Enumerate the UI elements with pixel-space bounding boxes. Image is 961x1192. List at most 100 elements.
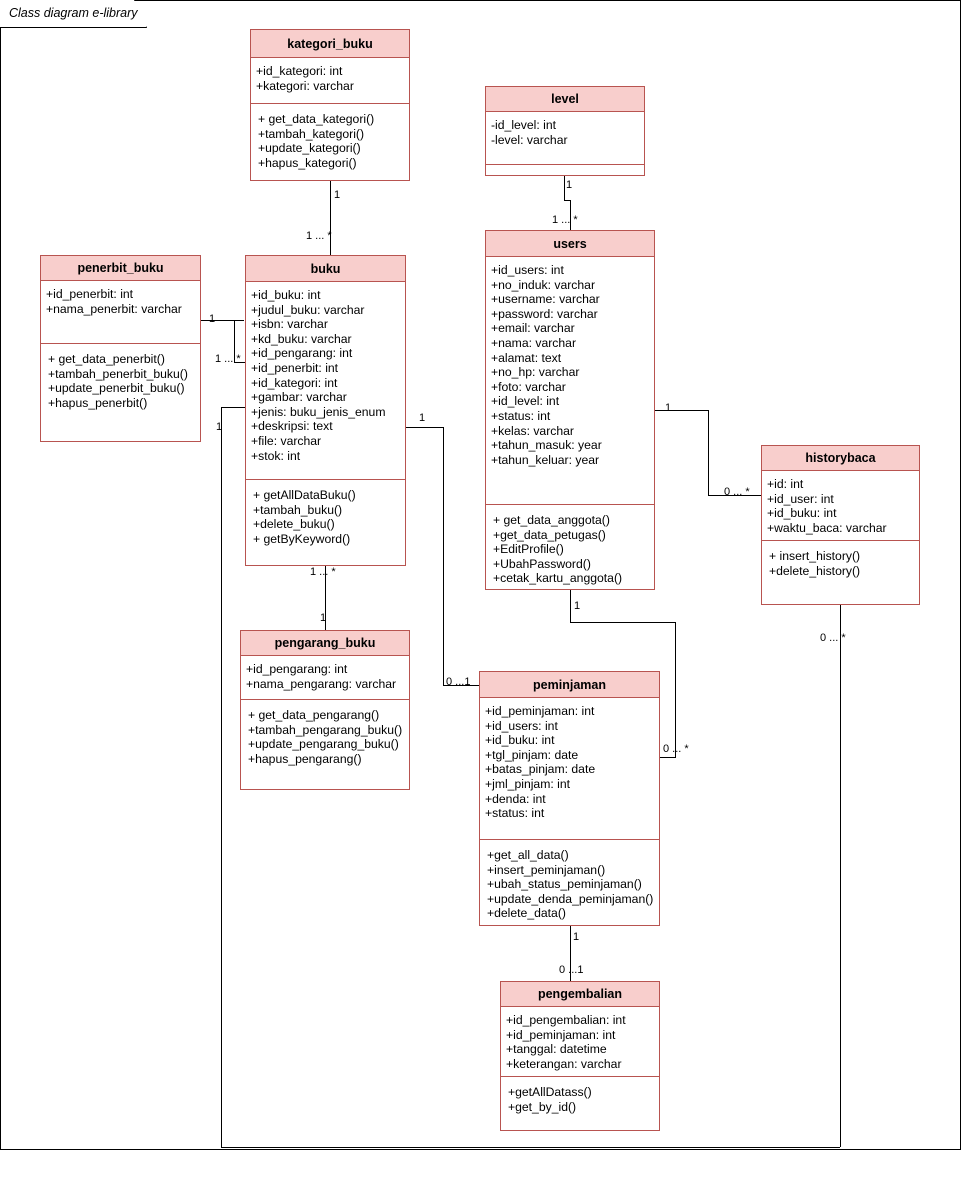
attribute-row: +kategori: varchar <box>256 78 354 93</box>
attribute-row: +id_penerbit: int <box>46 287 134 301</box>
operation-row: +cetak_kartu_anggota() <box>493 571 623 586</box>
attribute-row: +username: varchar <box>491 292 600 307</box>
assoc-level-users-to-mult: 1 ... * <box>552 214 578 226</box>
class-header: users <box>486 231 654 257</box>
attributes-compartment: +id_peminjaman: int +id_users: int +id_b… <box>480 698 659 840</box>
operation-row: +ubah_status_peminjaman() <box>487 877 642 892</box>
class-title: kategori_buku <box>287 36 373 51</box>
attribute-row: +deskripsi: text <box>251 419 333 434</box>
assoc-buku-peminjaman-line-a <box>406 427 444 428</box>
class-penerbit-buku[interactable]: penerbit_buku +id_penerbit: int +nama_pe… <box>40 255 201 442</box>
assoc-penerbit-buku-from-mult: 1 <box>209 313 216 325</box>
diagram-title-tab: Class diagram e-library <box>0 0 147 28</box>
attributes-compartment: +id_penerbit: int +nama_penerbit: varcha… <box>41 281 200 344</box>
operation-row: +hapus_penerbit() <box>48 395 148 410</box>
class-header: pengembalian <box>501 982 659 1007</box>
operations-compartment: +get_all_data() +insert_peminjaman() +ub… <box>480 840 659 927</box>
assoc-buku-peminjaman-to-mult: 0 ...1 <box>446 676 471 688</box>
attribute-row: +id_user: int <box>767 491 834 506</box>
attribute-row: +id_pengarang: int <box>246 662 348 676</box>
attribute-row: -level: varchar <box>491 132 568 147</box>
assoc-penerbit-buku-line-c <box>234 362 245 363</box>
attribute-row: +isbn: varchar <box>251 317 328 332</box>
attributes-compartment: +id_pengarang: int +nama_pengarang: varc… <box>241 656 409 700</box>
attribute-row: +keterangan: varchar <box>506 1056 622 1071</box>
class-title: users <box>553 236 587 251</box>
attribute-row: +judul_buku: varchar <box>251 302 365 317</box>
operation-row: +update_penerbit_buku() <box>48 381 185 396</box>
class-header: penerbit_buku <box>41 256 200 281</box>
operations-compartment: + get_data_anggota() +get_data_petugas()… <box>486 505 654 592</box>
class-header: historybaca <box>762 446 919 471</box>
attributes-compartment: +id_kategori: int +kategori: varchar <box>251 58 409 104</box>
attribute-row: +id_pengarang: int <box>251 346 353 361</box>
operation-row: + get_data_kategori() <box>258 112 375 126</box>
operations-compartment: + get_data_pengarang() +tambah_pengarang… <box>241 700 409 772</box>
operation-row: +delete_history() <box>769 563 861 578</box>
assoc-level-users-line-c <box>570 200 571 230</box>
class-historybaca[interactable]: historybaca +id: int +id_user: int +id_b… <box>761 445 920 605</box>
attribute-row: +jml_pinjam: int <box>485 776 571 791</box>
attribute-row: +waktu_baca: varchar <box>767 520 887 535</box>
operation-row: +tambah_buku() <box>253 502 343 517</box>
attribute-row: +gambar: varchar <box>251 390 347 405</box>
class-title: level <box>551 92 579 106</box>
operation-row: + get_data_pengarang() <box>248 708 380 722</box>
assoc-kategori-buku-line <box>330 181 331 255</box>
attributes-compartment: +id_buku: int +judul_buku: varchar +isbn… <box>246 282 405 480</box>
attribute-row: +nama_penerbit: varchar <box>46 301 182 316</box>
assoc-users-history-line-c <box>708 495 761 496</box>
operation-row: +delete_buku() <box>253 517 335 532</box>
class-kategori-buku[interactable]: kategori_buku +id_kategori: int +kategor… <box>250 29 410 181</box>
operations-compartment: + getAllDataBuku() +tambah_buku() +delet… <box>246 480 405 552</box>
class-users[interactable]: users +id_users: int +no_induk: varchar … <box>485 230 655 590</box>
assoc-buku-history-from-mult: 1 <box>216 421 223 433</box>
attribute-row: +email: varchar <box>491 321 575 336</box>
assoc-buku-history-line-c <box>221 1147 840 1148</box>
assoc-users-peminjaman-from-mult: 1 <box>574 600 581 612</box>
operations-compartment: + insert_history() +delete_history() <box>762 541 919 584</box>
attribute-row: +password: varchar <box>491 306 598 321</box>
assoc-level-users-line-a <box>564 176 565 200</box>
operation-row: +delete_data() <box>487 906 566 921</box>
attribute-row: +batas_pinjam: date <box>485 762 596 777</box>
assoc-buku-peminjaman-line-b <box>443 427 444 685</box>
class-pengarang-buku[interactable]: pengarang_buku +id_pengarang: int +nama_… <box>240 630 410 790</box>
operation-row: +update_kategori() <box>258 141 361 156</box>
assoc-users-history-line-b <box>708 410 709 495</box>
operation-row: +tambah_penerbit_buku() <box>48 366 188 381</box>
operation-row: + get_data_penerbit() <box>48 352 165 366</box>
assoc-peminjaman-pengembalian-from-mult: 1 <box>573 931 580 943</box>
class-pengembalian[interactable]: pengembalian +id_pengembalian: int +id_p… <box>500 981 660 1131</box>
operation-row: +EditProfile() <box>493 542 564 557</box>
operation-row: +update_denda_peminjaman() <box>487 891 654 906</box>
operation-row: +get_data_petugas() <box>493 527 606 542</box>
assoc-buku-pengarang-from-mult: 1 ... * <box>310 566 336 578</box>
class-title: penerbit_buku <box>77 261 164 275</box>
assoc-level-users-line-b <box>564 200 571 201</box>
class-buku[interactable]: buku +id_buku: int +judul_buku: varchar … <box>245 255 406 566</box>
attribute-row: +jenis: buku_jenis_enum <box>251 404 386 419</box>
assoc-users-history-line-a <box>655 410 709 411</box>
operations-compartment <box>486 165 644 179</box>
assoc-users-history-from-mult: 1 <box>665 402 672 414</box>
operation-row: + getAllDataBuku() <box>253 488 356 502</box>
operations-compartment: + get_data_penerbit() +tambah_penerbit_b… <box>41 344 200 416</box>
attribute-row: +id_buku: int <box>485 733 555 748</box>
attribute-row: +id_pengembalian: int <box>506 1013 626 1027</box>
operation-row: +hapus_kategori() <box>258 155 357 170</box>
class-level[interactable]: level -id_level: int -level: varchar <box>485 86 645 176</box>
attribute-row: +tanggal: datetime <box>506 1042 607 1057</box>
attributes-compartment: -id_level: int -level: varchar <box>486 112 644 165</box>
operation-row: +getAllDatass() <box>508 1085 592 1099</box>
assoc-users-peminjaman-to-mult: 0 ... * <box>663 743 689 755</box>
class-peminjaman[interactable]: peminjaman +id_peminjaman: int +id_users… <box>479 671 660 926</box>
attribute-row: +no_induk: varchar <box>491 277 595 292</box>
assoc-penerbit-buku-to-mult: 1 ... * <box>215 353 241 365</box>
assoc-peminjaman-pengembalian-line <box>570 926 571 981</box>
class-header: kategori_buku <box>251 30 409 58</box>
assoc-buku-history-line-a <box>221 407 245 408</box>
attribute-row: +id_peminjaman: int <box>485 704 595 718</box>
class-title: historybaca <box>805 451 876 465</box>
assoc-penerbit-buku-line-a <box>201 320 244 321</box>
